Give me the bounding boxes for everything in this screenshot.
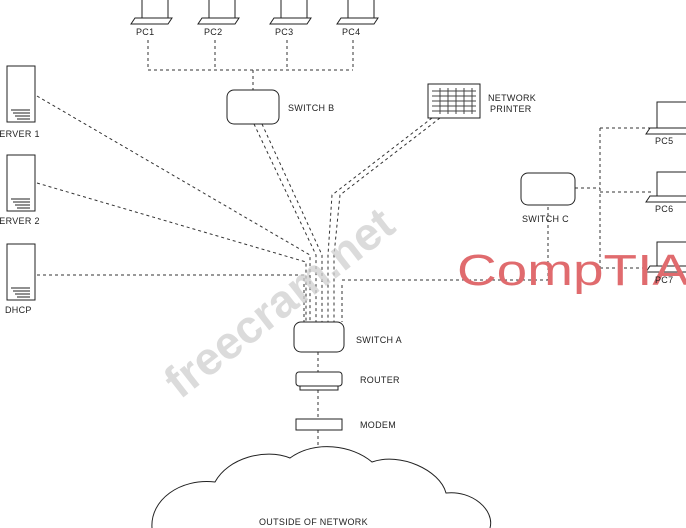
laptop-icon bbox=[645, 171, 686, 203]
switch-b-label: SWITCH B bbox=[288, 103, 334, 113]
server-icon bbox=[6, 65, 36, 123]
switch-c-label: SWITCH C bbox=[522, 214, 569, 224]
labels: PC1 PC2 PC3 PC4 SWITCH B NETWORK PRINTER… bbox=[0, 27, 673, 527]
laptop-icon bbox=[645, 241, 686, 273]
switch-a-icon bbox=[293, 321, 345, 353]
server-icon bbox=[6, 154, 36, 212]
laptop-icon bbox=[197, 0, 240, 25]
pc1-label: PC1 bbox=[136, 27, 154, 37]
pc2-label: PC2 bbox=[204, 27, 222, 37]
pc7-label: PC7 bbox=[655, 275, 673, 285]
laptop-icon bbox=[269, 0, 312, 25]
cloud-label: OUTSIDE OF NETWORK bbox=[259, 517, 368, 527]
pc6-label: PC6 bbox=[655, 204, 673, 214]
pc3-label: PC3 bbox=[275, 27, 293, 37]
server1-label: SERVER 1 bbox=[0, 129, 40, 139]
server-icon bbox=[6, 243, 36, 301]
modem-label: MODEM bbox=[360, 420, 396, 430]
cloud-icon bbox=[151, 446, 492, 528]
switch-b-icon bbox=[226, 89, 280, 125]
server2-label: SERVER 2 bbox=[0, 216, 40, 226]
laptop-icon bbox=[336, 0, 379, 25]
router-icon bbox=[295, 371, 343, 391]
comptia-logo: CompTIA bbox=[457, 246, 686, 295]
switch-a-label: SWITCH A bbox=[356, 335, 402, 345]
switch-c-icon bbox=[520, 172, 576, 206]
printer-icon bbox=[427, 83, 481, 119]
printer-label-line2: PRINTER bbox=[490, 104, 532, 114]
laptop-icon bbox=[130, 0, 173, 25]
printer-label-line1: NETWORK bbox=[488, 93, 536, 103]
pc4-label: PC4 bbox=[342, 27, 360, 37]
dhcp-label: DHCP bbox=[5, 305, 32, 315]
modem-icon bbox=[295, 418, 343, 431]
router-label: ROUTER bbox=[360, 375, 400, 385]
pc5-label: PC5 bbox=[655, 136, 673, 146]
laptop-icon bbox=[645, 101, 686, 135]
connections bbox=[36, 40, 652, 455]
